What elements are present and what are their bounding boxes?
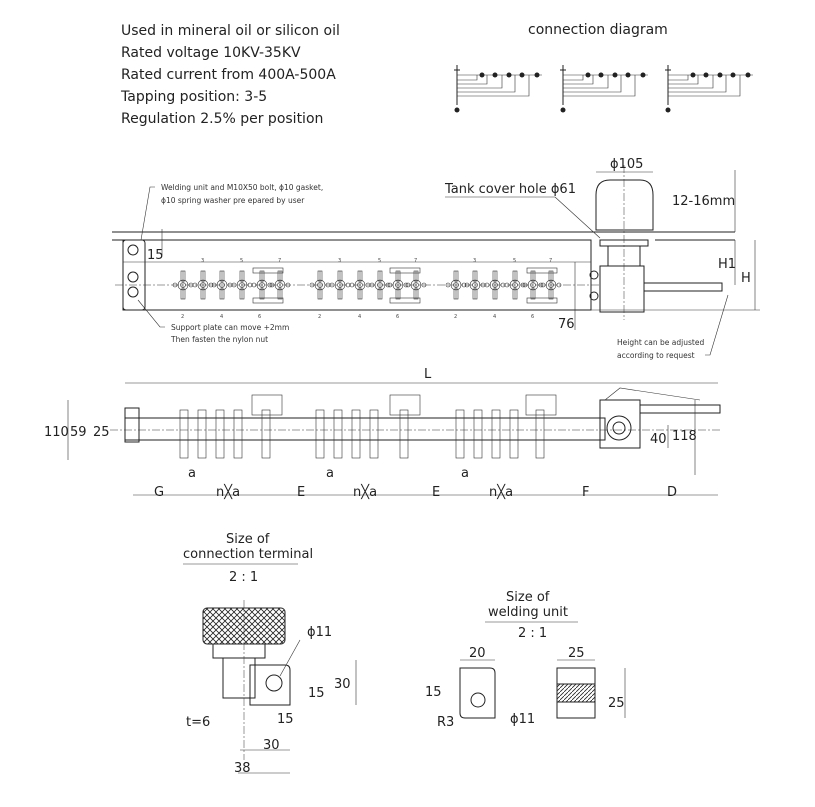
svg-text:7: 7 bbox=[278, 258, 281, 264]
gap-label: 12-16mm bbox=[672, 194, 735, 209]
dim-25-label: 25 bbox=[93, 425, 110, 440]
E-label: E bbox=[297, 485, 305, 500]
spec-line: Rated voltage 10KV-35KV bbox=[121, 45, 301, 61]
dim-110-label: 110 bbox=[44, 425, 69, 440]
svg-text:7: 7 bbox=[549, 258, 552, 264]
side-view: 3 5 7 3 5 7 3 5 7 2 4 6 2 4 6 2 4 6 ϕ105 bbox=[112, 157, 760, 360]
welding-note: ϕ10 spring washer pre epared by user bbox=[161, 196, 305, 205]
dim-20-label: 20 bbox=[469, 646, 486, 661]
E-label: E bbox=[432, 485, 440, 500]
dim-38-label: 38 bbox=[234, 761, 251, 776]
dim-76-label: 76 bbox=[558, 317, 575, 332]
support-note: Support plate can move +2mm bbox=[171, 323, 289, 332]
spec-line: Rated current from 400A-500A bbox=[121, 67, 336, 83]
connection-diagram: connection diagram bbox=[453, 22, 754, 113]
svg-text:6: 6 bbox=[396, 314, 399, 320]
welding-title: Size of bbox=[506, 590, 550, 605]
dim-30-label: 30 bbox=[263, 738, 280, 753]
dim-25-label: 25 bbox=[608, 696, 625, 711]
terminal-posts bbox=[179, 394, 557, 459]
dim-25-label: 25 bbox=[568, 646, 585, 661]
svg-text:3: 3 bbox=[338, 258, 341, 264]
svg-text:2: 2 bbox=[181, 314, 184, 320]
specifications: Used in mineral oil or silicon oil Rated… bbox=[120, 23, 340, 127]
D-label: D bbox=[667, 485, 677, 500]
a-label: a bbox=[326, 466, 334, 481]
phi11-label: ϕ11 bbox=[510, 712, 535, 727]
svg-text:5: 5 bbox=[378, 258, 381, 264]
svg-text:5: 5 bbox=[240, 258, 243, 264]
svg-text:4: 4 bbox=[493, 314, 496, 320]
dim-15-label: 15 bbox=[308, 686, 325, 701]
dim-30-label: 30 bbox=[334, 677, 351, 692]
terminal-scale: 2 : 1 bbox=[229, 570, 258, 585]
welding-title: welding unit bbox=[488, 605, 568, 620]
a-label: a bbox=[188, 466, 196, 481]
welding-scale: 2 : 1 bbox=[518, 626, 547, 641]
svg-text:2: 2 bbox=[318, 314, 321, 320]
nxa-label: n╳a bbox=[489, 483, 513, 500]
spec-line: Tapping position: 3-5 bbox=[120, 89, 267, 105]
connection-terminal-detail: Size of connection terminal 2 : 1 ϕ11 30… bbox=[183, 532, 357, 776]
F-label: F bbox=[582, 485, 589, 500]
svg-text:4: 4 bbox=[220, 314, 223, 320]
svg-text:5: 5 bbox=[513, 258, 516, 264]
svg-text:4: 4 bbox=[358, 314, 361, 320]
phi105-label: ϕ105 bbox=[610, 157, 643, 172]
svg-text:6: 6 bbox=[258, 314, 261, 320]
welding-note: Welding unit and M10X50 bolt, ϕ10 gasket… bbox=[161, 183, 323, 192]
dim-15-label: 15 bbox=[147, 248, 164, 263]
welding-unit-detail: Size of welding unit 2 : 1 20 15 R3 ϕ11 … bbox=[425, 590, 626, 730]
dim-15-label: 15 bbox=[425, 685, 442, 700]
spec-line: Used in mineral oil or silicon oil bbox=[121, 23, 340, 39]
L-label: L bbox=[424, 367, 432, 382]
spec-line: Regulation 2.5% per position bbox=[121, 111, 323, 127]
nxa-label: n╳a bbox=[216, 483, 240, 500]
svg-text:3: 3 bbox=[201, 258, 204, 264]
nxa-label: n╳a bbox=[353, 483, 377, 500]
svg-text:2: 2 bbox=[454, 314, 457, 320]
connection-diagram-title: connection diagram bbox=[528, 22, 668, 38]
dim-40-label: 40 bbox=[650, 432, 667, 447]
svg-text:3: 3 bbox=[473, 258, 476, 264]
phi11-label: ϕ11 bbox=[307, 625, 332, 640]
thickness-label: t=6 bbox=[186, 715, 210, 730]
H1-label: H1 bbox=[718, 257, 736, 272]
tap-numbers: 3 5 7 3 5 7 3 5 7 2 4 6 2 4 6 2 4 6 bbox=[181, 258, 552, 320]
tank-cover-hole-label: Tank cover hole ϕ61 bbox=[444, 182, 576, 197]
R3-label: R3 bbox=[437, 715, 454, 730]
svg-text:7: 7 bbox=[414, 258, 417, 264]
dim-118-label: 118 bbox=[672, 429, 697, 444]
dim-15-label: 15 bbox=[277, 712, 294, 727]
G-label: G bbox=[154, 485, 164, 500]
H-label: H bbox=[741, 271, 751, 286]
terminal-title: Size of bbox=[226, 532, 270, 547]
a-label: a bbox=[461, 466, 469, 481]
top-view: L 110 59 25 40 118 a a a G n╳a bbox=[44, 367, 721, 500]
dim-59-label: 59 bbox=[70, 425, 87, 440]
support-note: Then fasten the nylon nut bbox=[170, 335, 268, 344]
tap-contacts bbox=[172, 267, 562, 304]
height-note: according to request bbox=[617, 351, 695, 360]
height-note: Height can be adjusted bbox=[617, 338, 704, 347]
svg-text:6: 6 bbox=[531, 314, 534, 320]
terminal-title: connection terminal bbox=[183, 547, 313, 562]
